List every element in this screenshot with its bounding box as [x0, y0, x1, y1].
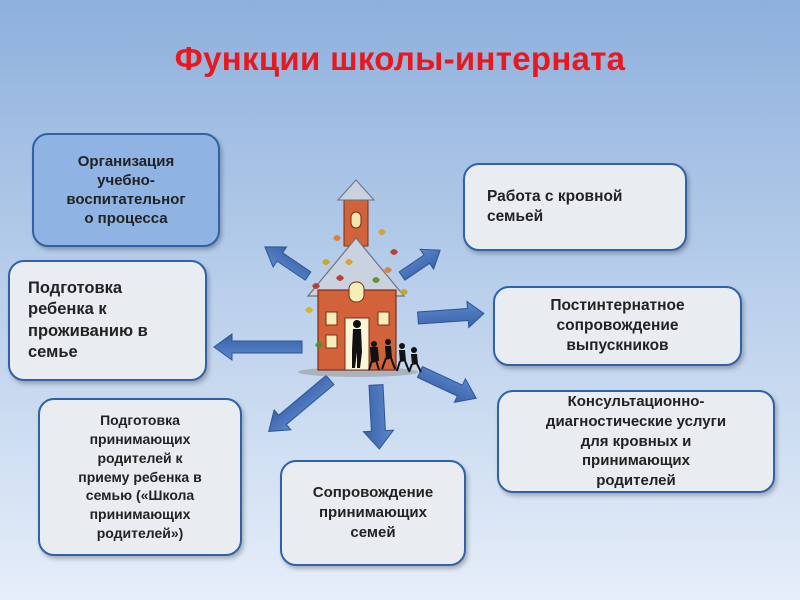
box-child-preparation: Подготовка ребенка к проживанию в семье [8, 260, 207, 381]
box-graduate-support: Постинтернатное сопровождение выпускнико… [493, 286, 742, 366]
arrow-to-b2 [213, 333, 303, 361]
arrow-to-b7 [398, 248, 441, 281]
box-foster-parents-preparation-label: Подготовка принимающих родителей к прием… [78, 411, 202, 542]
arrow-to-b4 [362, 384, 395, 450]
box-graduate-support-label: Постинтернатное сопровождение выпускнико… [550, 296, 685, 355]
arrow-to-b3 [268, 374, 335, 432]
arrow-to-b5 [416, 365, 477, 404]
box-consulting-services: Консультационно- диагностические услуги … [497, 390, 775, 493]
box-child-preparation-label: Подготовка ребенка к проживанию в семье [28, 278, 148, 361]
box-educational-process: Организация учебно- воспитательног о про… [32, 133, 220, 247]
box-consulting-services-label: Консультационно- диагностические услуги … [545, 393, 727, 490]
box-foster-family-support-label: Сопровождение принимающих семей [312, 483, 434, 542]
box-foster-family-support: Сопровождение принимающих семей [280, 460, 466, 566]
box-educational-process-label: Организация учебно- воспитательног о про… [66, 152, 186, 228]
box-birth-family-work-label: Работа с кровной семьей [487, 187, 623, 225]
box-foster-parents-preparation: Подготовка принимающих родителей к прием… [38, 398, 242, 556]
box-birth-family-work: Работа с кровной семьей [463, 163, 687, 251]
diagram-title: Функции школы-интерната [174, 40, 626, 77]
arrow-to-b1 [264, 246, 312, 281]
school-house-icon [298, 179, 422, 377]
arrow-to-b6 [417, 300, 485, 329]
